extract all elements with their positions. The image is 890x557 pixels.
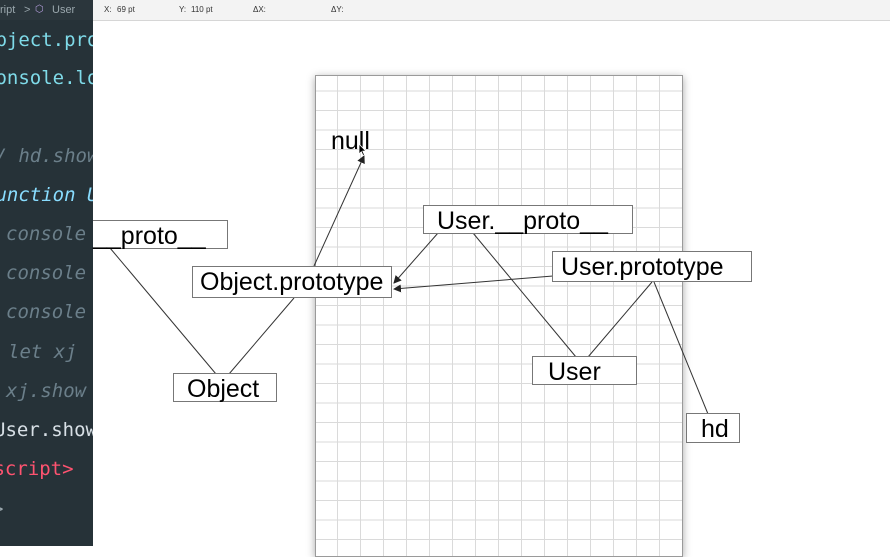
x-value: 69 pt [117, 5, 135, 14]
breadcrumb-separator: > [24, 4, 31, 16]
coordinate-toolbar: X: 69 pt Y: 110 pt ΔX: ΔY: [93, 0, 890, 21]
breadcrumb-segment[interactable]: script [0, 4, 16, 16]
code-line[interactable]: console [6, 301, 87, 323]
x-label: X: [104, 5, 112, 14]
node-object-label: Object [187, 375, 260, 403]
code-line[interactable]: console.lo [0, 67, 93, 89]
code-line[interactable]: // hd.show [0, 145, 93, 167]
pointer-cursor-icon [358, 144, 366, 156]
code-line[interactable]: let xj [8, 341, 77, 363]
node-user-prototype-label: User.prototype [561, 253, 724, 281]
code-line[interactable]: console [6, 223, 87, 245]
node-null[interactable]: null [331, 126, 377, 156]
code-line[interactable] [0, 103, 93, 133]
code-line[interactable]: xj.show [6, 380, 87, 402]
code-line[interactable]: > [0, 494, 93, 524]
code-line[interactable]: /script> [0, 458, 74, 480]
node-user-prototype[interactable]: User.prototype [552, 251, 752, 282]
dx-label: ΔX: [253, 5, 266, 14]
dy-label: ΔY: [331, 5, 344, 14]
node-proto-label: __proto__ [93, 222, 206, 250]
node-user-proto[interactable]: User.__proto__ [423, 205, 633, 235]
y-label: Y: [179, 5, 187, 14]
code-line[interactable]: function Us [0, 184, 93, 206]
code-line[interactable]: console [6, 262, 87, 284]
y-value: 110 pt [191, 5, 213, 14]
breadcrumb-symbol[interactable]: User [52, 4, 76, 16]
code-editor[interactable]: script > ⬡ User Object.proto console.lo //… [0, 0, 93, 546]
node-proto[interactable]: __proto__ [93, 220, 228, 250]
breadcrumb: script > ⬡ User [0, 0, 93, 20]
node-object[interactable]: Object [173, 373, 277, 403]
code-line[interactable]: User.show( [0, 419, 93, 441]
node-hd-label: hd [701, 415, 729, 443]
node-object-prototype[interactable]: Object.prototype [192, 266, 392, 298]
node-object-prototype-label: Object.prototype [200, 268, 384, 296]
node-hd[interactable]: hd [686, 413, 740, 443]
node-user-proto-label: User.__proto__ [437, 207, 608, 235]
node-user-label: User [548, 358, 601, 386]
code-line[interactable]: Object.proto [0, 29, 93, 51]
cube-icon: ⬡ [35, 4, 44, 15]
node-user[interactable]: User [532, 356, 637, 386]
